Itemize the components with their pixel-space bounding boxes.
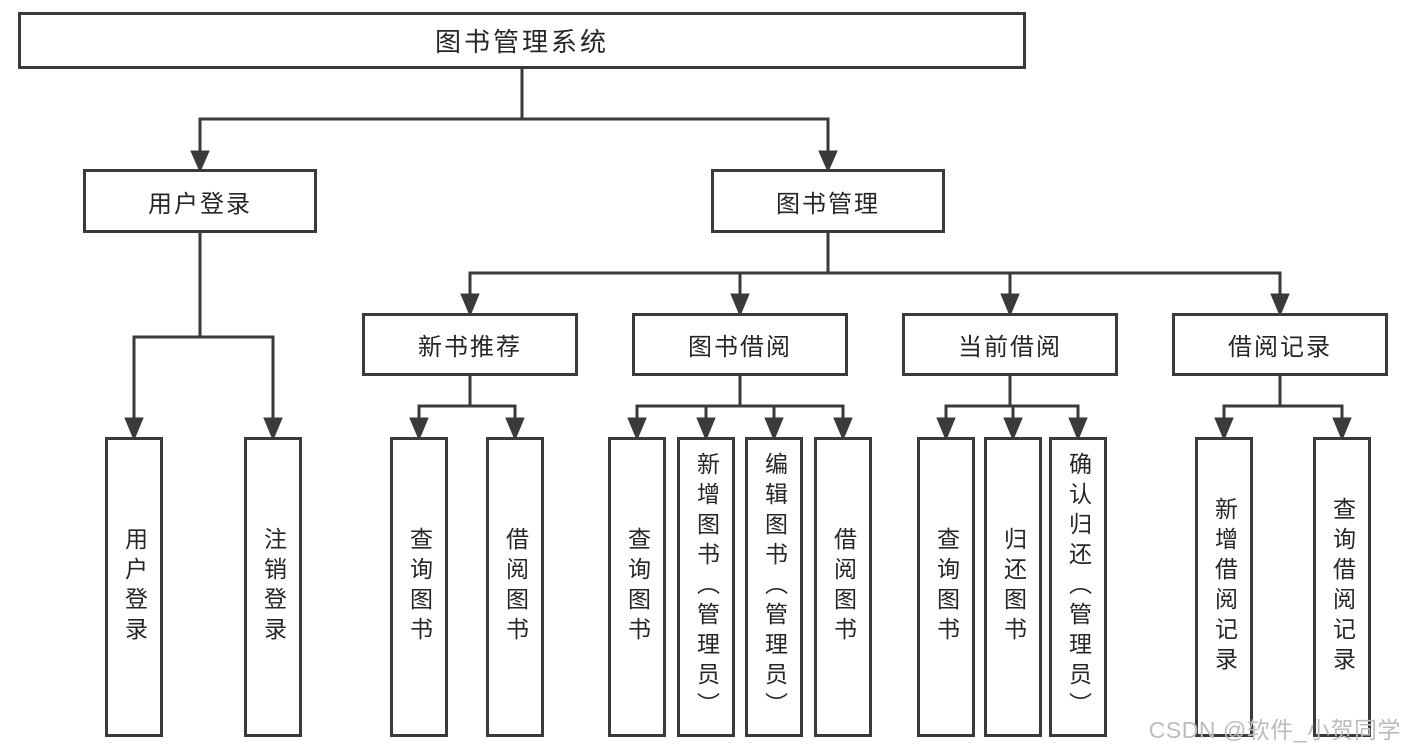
leaf-add-borrow-record: 新增借阅记录 <box>1195 437 1253 737</box>
edge-new-book-recommend-children <box>409 374 525 441</box>
edge-book-management-children <box>460 231 1290 317</box>
arrowhead <box>1214 417 1234 441</box>
csdn-watermark: CSDN @软件_小贺同学 <box>1148 717 1401 743</box>
arrowhead <box>190 150 210 173</box>
arrowhead <box>818 150 838 173</box>
leaf-borrow-book: 借阅图书 <box>814 437 872 737</box>
leaf-query-book-recommend: 查询图书 <box>390 437 448 737</box>
arrowhead <box>696 417 716 441</box>
edge-current-borrow-children <box>936 374 1088 441</box>
leaf-query-borrow-record: 查询借阅记录 <box>1313 437 1371 737</box>
leaf-add-book-admin: 新增图书（管理员） <box>677 437 735 737</box>
node-book-borrow: 图书借阅 <box>632 313 848 376</box>
arrowhead <box>505 417 525 441</box>
node-library-management-system: 图书管理系统 <box>18 12 1026 69</box>
edge-root-to-level2 <box>190 66 838 173</box>
edge-user-login-children <box>124 231 283 441</box>
node-new-book-recommend: 新书推荐 <box>362 313 578 376</box>
leaf-borrow-book-recommend: 借阅图书 <box>486 437 544 737</box>
node-user-login: 用户登录 <box>83 169 317 233</box>
node-book-management: 图书管理 <box>711 169 945 233</box>
arrowhead <box>460 293 480 317</box>
leaf-return-book: 归还图书 <box>984 437 1042 737</box>
leaf-edit-book-admin: 编辑图书（管理员） <box>745 437 803 737</box>
arrowhead <box>1270 293 1290 317</box>
arrowhead <box>627 417 647 441</box>
arrowhead <box>764 417 784 441</box>
leaf-logout: 注销登录 <box>244 437 302 737</box>
arrowhead <box>1000 293 1020 317</box>
arrowhead <box>124 417 144 441</box>
arrowhead <box>409 417 429 441</box>
node-current-borrow: 当前借阅 <box>902 313 1118 376</box>
edge-borrow-record-children <box>1214 374 1352 441</box>
arrowhead <box>263 417 283 441</box>
arrowhead <box>936 417 956 441</box>
arrowhead <box>833 417 853 441</box>
arrowhead <box>1332 417 1352 441</box>
arrowhead <box>730 293 750 317</box>
leaf-confirm-return-admin: 确认归还（管理员） <box>1049 437 1107 737</box>
leaf-user-login: 用户登录 <box>105 437 163 737</box>
arrowhead <box>1068 417 1088 441</box>
arrowhead <box>1003 417 1023 441</box>
node-borrow-record: 借阅记录 <box>1172 313 1388 376</box>
leaf-query-book-borrow: 查询图书 <box>608 437 666 737</box>
edge-book-borrow-children <box>627 374 853 441</box>
leaf-query-book-current: 查询图书 <box>917 437 975 737</box>
